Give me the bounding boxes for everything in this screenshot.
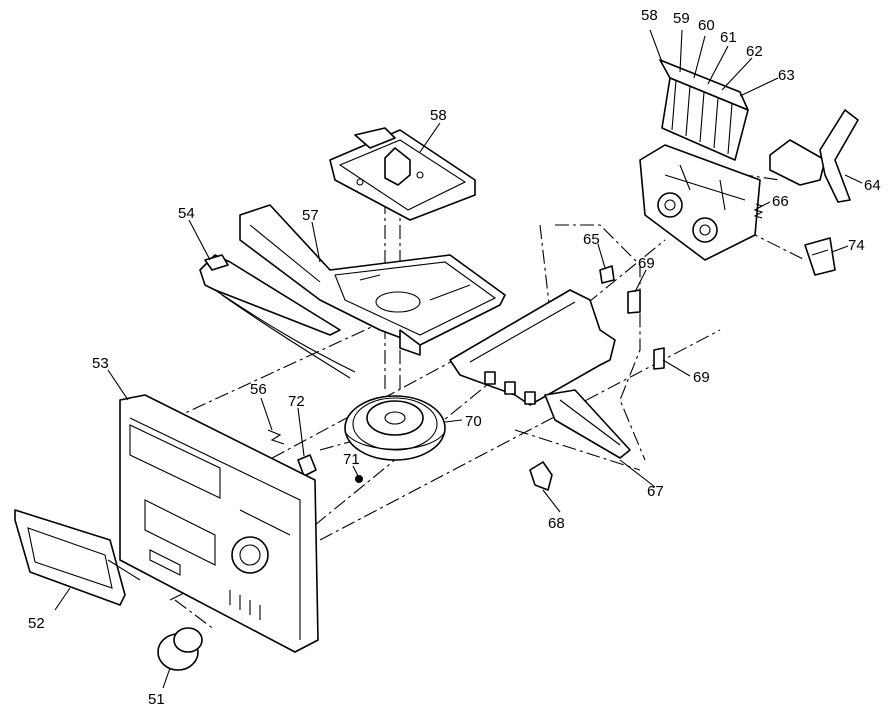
mechanism-chassis <box>639 144 761 261</box>
part-57-deck-plate <box>329 127 476 221</box>
callout-72: 72 <box>288 393 305 410</box>
part-74-bracket <box>804 237 836 276</box>
part-71-ball <box>355 475 363 483</box>
part-53-front-panel <box>119 394 319 653</box>
part-67-switch-board <box>449 289 631 459</box>
callout-70: 70 <box>465 413 482 430</box>
part-68-clip <box>529 461 553 491</box>
callout-52: 52 <box>28 615 45 632</box>
callout-53: 53 <box>92 355 109 372</box>
callout-60: 60 <box>698 17 715 34</box>
callout-65: 65 <box>583 231 600 248</box>
callout-66: 66 <box>772 193 789 210</box>
part-56-cassette-carrier <box>239 204 506 356</box>
part-66-spring <box>753 203 764 219</box>
callout-67: 67 <box>647 483 664 500</box>
part-69-switch-b <box>653 347 665 370</box>
callout-74: 74 <box>848 237 865 254</box>
callout-59: 59 <box>673 10 690 27</box>
callout-69-a: 69 <box>638 255 655 272</box>
part-64-lever <box>769 109 859 203</box>
callout-71: 71 <box>343 451 360 468</box>
callout-63: 63 <box>778 67 795 84</box>
leader-lines <box>54 29 863 689</box>
part-51-knob <box>157 627 203 671</box>
callout-57: 58 <box>430 107 447 124</box>
callout-62: 62 <box>746 43 763 60</box>
part-72-latch <box>297 454 317 477</box>
callout-69-b: 69 <box>693 369 710 386</box>
part-69-switch-a <box>627 289 641 314</box>
part-54-side-rail <box>199 254 356 379</box>
callout-55: 56 <box>250 381 267 398</box>
callout-64: 64 <box>864 177 881 194</box>
callout-51: 51 <box>148 691 165 708</box>
part-58-63-button-block <box>659 59 749 161</box>
callout-56: 57 <box>302 207 319 224</box>
callout-54: 54 <box>178 205 195 222</box>
part-52-cassette-door <box>14 509 141 606</box>
callout-61: 61 <box>720 29 737 46</box>
callout-68: 68 <box>548 515 565 532</box>
callout-58: 58 <box>641 7 658 24</box>
part-70-gear <box>344 395 446 461</box>
callout-labels: 58 59 60 61 62 63 64 65 66 74 69 69 67 6… <box>28 7 881 708</box>
part-55-spring <box>267 429 285 445</box>
part-65-clip <box>599 265 615 284</box>
